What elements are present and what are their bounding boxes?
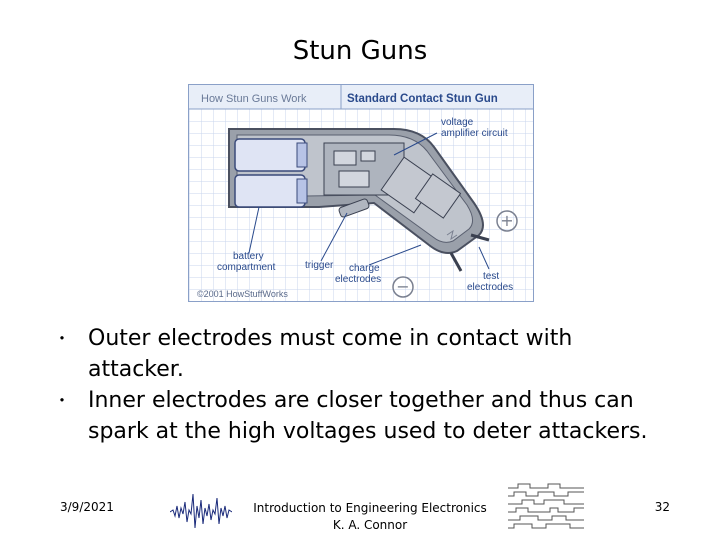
trigger-part (338, 198, 370, 218)
footer-date: 3/9/2021 (60, 500, 114, 514)
footer-author: K. A. Connor (332, 518, 408, 532)
label-test-electrodes: test electrodes (467, 271, 513, 293)
figure-copyright: ©2001 HowStuffWorks (197, 289, 288, 299)
slide-title: Stun Guns (292, 36, 428, 66)
minus-symbol: − (396, 277, 409, 296)
label-trigger: trigger (305, 260, 334, 271)
bullet-item: Outer electrodes must come in contact wi… (54, 323, 660, 385)
page-number: 32 (654, 500, 670, 514)
footer-course: Introduction to Engineering Electronics (253, 501, 487, 515)
stun-gun-diagram: How Stun Guns Work Standard Contact Stun… (188, 84, 534, 302)
bullet-list: Outer electrodes must come in contact wi… (54, 323, 660, 447)
figure-header-right: Standard Contact Stun Gun (347, 93, 498, 105)
bullet-item: Inner electrodes are closer together and… (54, 385, 660, 447)
plus-symbol: + (500, 211, 513, 230)
figure-header-left: How Stun Guns Work (201, 93, 307, 105)
timing-diagram-logo (508, 483, 584, 529)
battery-top (234, 138, 306, 172)
label-charge-electrodes: charge electrodes (335, 263, 382, 285)
waveform-logo (170, 493, 232, 529)
battery-bottom (234, 174, 306, 208)
label-voltage-amplifier: voltage amplifier circuit (441, 117, 508, 139)
footer-center: Introduction to Engineering Electronics … (250, 500, 490, 534)
label-battery-compartment: battery compartment (217, 251, 276, 273)
stun-gun-illustration: How Stun Guns Work Standard Contact Stun… (189, 85, 533, 301)
